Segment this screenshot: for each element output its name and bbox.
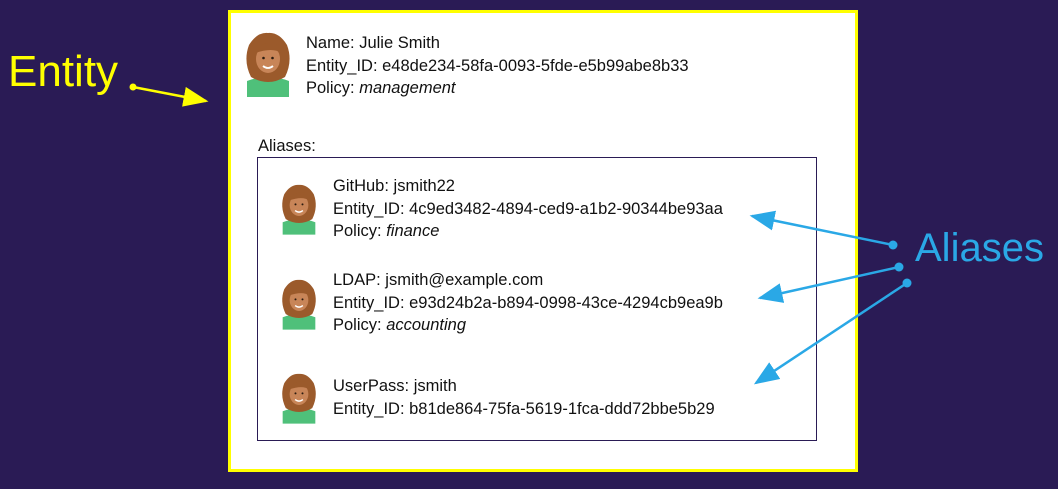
alias-policy: finance bbox=[386, 222, 440, 240]
alias-item-github: GitHub: jsmith22 Entity_ID: 4c9ed3482-48… bbox=[333, 175, 723, 243]
entity-card: Name: Julie Smith Entity_ID: e48de234-58… bbox=[228, 10, 858, 472]
alias-policy-label: Policy: bbox=[333, 222, 382, 240]
aliases-box: GitHub: jsmith22 Entity_ID: 4c9ed3482-48… bbox=[257, 157, 817, 441]
entity-name: Julie Smith bbox=[359, 34, 440, 52]
entity-id-label: Entity_ID: bbox=[306, 56, 378, 75]
alias-username: jsmith22 bbox=[393, 177, 455, 195]
alias-arrow bbox=[757, 265, 900, 303]
alias-provider: LDAP: bbox=[333, 271, 381, 289]
alias-id-label: Entity_ID: bbox=[333, 293, 405, 312]
alias-username: jsmith bbox=[413, 377, 457, 395]
entity-label: Entity bbox=[8, 47, 119, 96]
entity-policy-label: Policy: bbox=[306, 79, 355, 97]
alias-avatar-icon bbox=[282, 373, 316, 424]
alias-id: 4c9ed3482-4894-ced9-a1b2-90344be93aa bbox=[409, 199, 723, 218]
entity-avatar-icon bbox=[246, 32, 290, 97]
aliases-title: Aliases: bbox=[258, 137, 316, 155]
alias-arrow bbox=[749, 210, 894, 247]
alias-provider: GitHub: bbox=[333, 177, 389, 195]
alias-id-label: Entity_ID: bbox=[333, 199, 405, 218]
entity-arrow bbox=[132, 85, 209, 107]
alias-id: b81de864-75fa-5619-1fca-ddd72bbe5b29 bbox=[409, 399, 715, 418]
alias-id: e93d24b2a-b894-0998-43ce-4294cb9ea9b bbox=[409, 293, 723, 312]
alias-username: jsmith@example.com bbox=[385, 271, 544, 289]
aliases-label: Aliases bbox=[915, 226, 1044, 270]
alias-arrow bbox=[753, 281, 908, 385]
entity-policy: management bbox=[359, 79, 456, 97]
entity-id: e48de234-58fa-0093-5fde-e5b99abe8b33 bbox=[382, 56, 689, 75]
alias-policy-label: Policy: bbox=[333, 316, 382, 334]
alias-policy: accounting bbox=[386, 316, 467, 334]
alias-item-userpass: UserPass: jsmith Entity_ID: b81de864-75f… bbox=[333, 375, 715, 420]
alias-item-ldap: LDAP: jsmith@example.com Entity_ID: e93d… bbox=[333, 269, 723, 337]
alias-avatar-icon bbox=[282, 184, 316, 235]
entity-details: Name: Julie Smith Entity_ID: e48de234-58… bbox=[306, 32, 689, 100]
alias-provider: UserPass: bbox=[333, 377, 410, 395]
entity-name-label: Name: bbox=[306, 34, 355, 52]
alias-id-label: Entity_ID: bbox=[333, 399, 405, 418]
alias-avatar-icon bbox=[282, 279, 316, 330]
